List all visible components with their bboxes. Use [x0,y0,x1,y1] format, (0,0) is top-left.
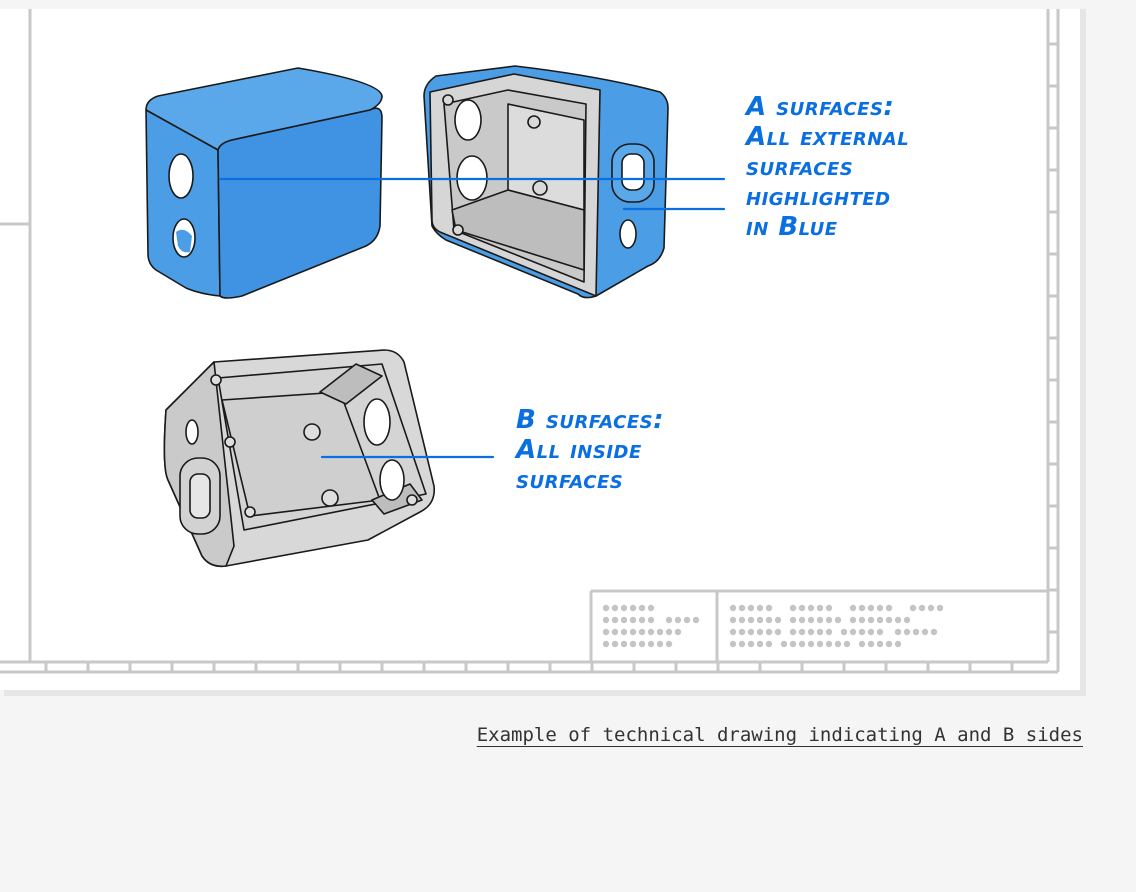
front-side-face [145,109,221,297]
open-side-hole [619,219,637,249]
annotation-b-surfaces: B surfaces: All inside surfaces [516,405,664,495]
drawing-frame [0,9,1060,674]
annotation-a-line: surfaces [746,152,854,182]
open-side-port-inner [621,153,645,191]
enclosure-front-view [145,67,383,299]
annotation-a-line: All external [746,122,910,152]
figure-caption: Example of technical drawing indicating … [476,724,1083,746]
front-hole-upper [168,153,194,199]
annotation-a-line: A surfaces: [746,92,895,122]
open-screw-boss-c [442,94,454,106]
annotation-a-line: in Blue [746,212,838,242]
inside-rib [319,363,383,405]
title-block-placeholder-dots [602,604,944,648]
frame-ticks-right [1048,42,1058,634]
enclosure-inside-view [163,349,436,568]
annotation-b-line: All inside [516,435,642,465]
inside-boss-c [224,436,236,448]
enclosure-open-view [423,65,669,299]
annotation-a-line: highlighted [746,182,891,212]
inside-side-hole [185,419,199,445]
annotation-b-line: surfaces [516,465,624,495]
open-screw-boss-a [532,180,548,196]
open-hole-upper [454,99,482,141]
front-main-face [217,107,383,299]
inside-boss-f [406,494,418,506]
annotation-b-line: B surfaces: [516,405,665,435]
open-screw-boss-b [527,115,541,129]
annotation-a-surfaces: A surfaces: All external surfaces highli… [746,92,909,242]
top-band [0,0,1136,9]
inside-hole-lower [379,459,405,501]
leader-lines [218,177,726,459]
frame-ticks-bottom [44,662,1014,672]
inside-hole-upper [363,398,391,446]
title-block [589,589,1048,662]
open-screw-boss-d [452,224,464,236]
inside-boss-d [210,374,222,386]
inside-boss-e [244,506,256,518]
inside-boss-b [321,489,339,507]
inside-port-inner [189,473,211,519]
front-hole-lower-shadow [176,229,192,253]
inside-boss-a [303,423,321,441]
